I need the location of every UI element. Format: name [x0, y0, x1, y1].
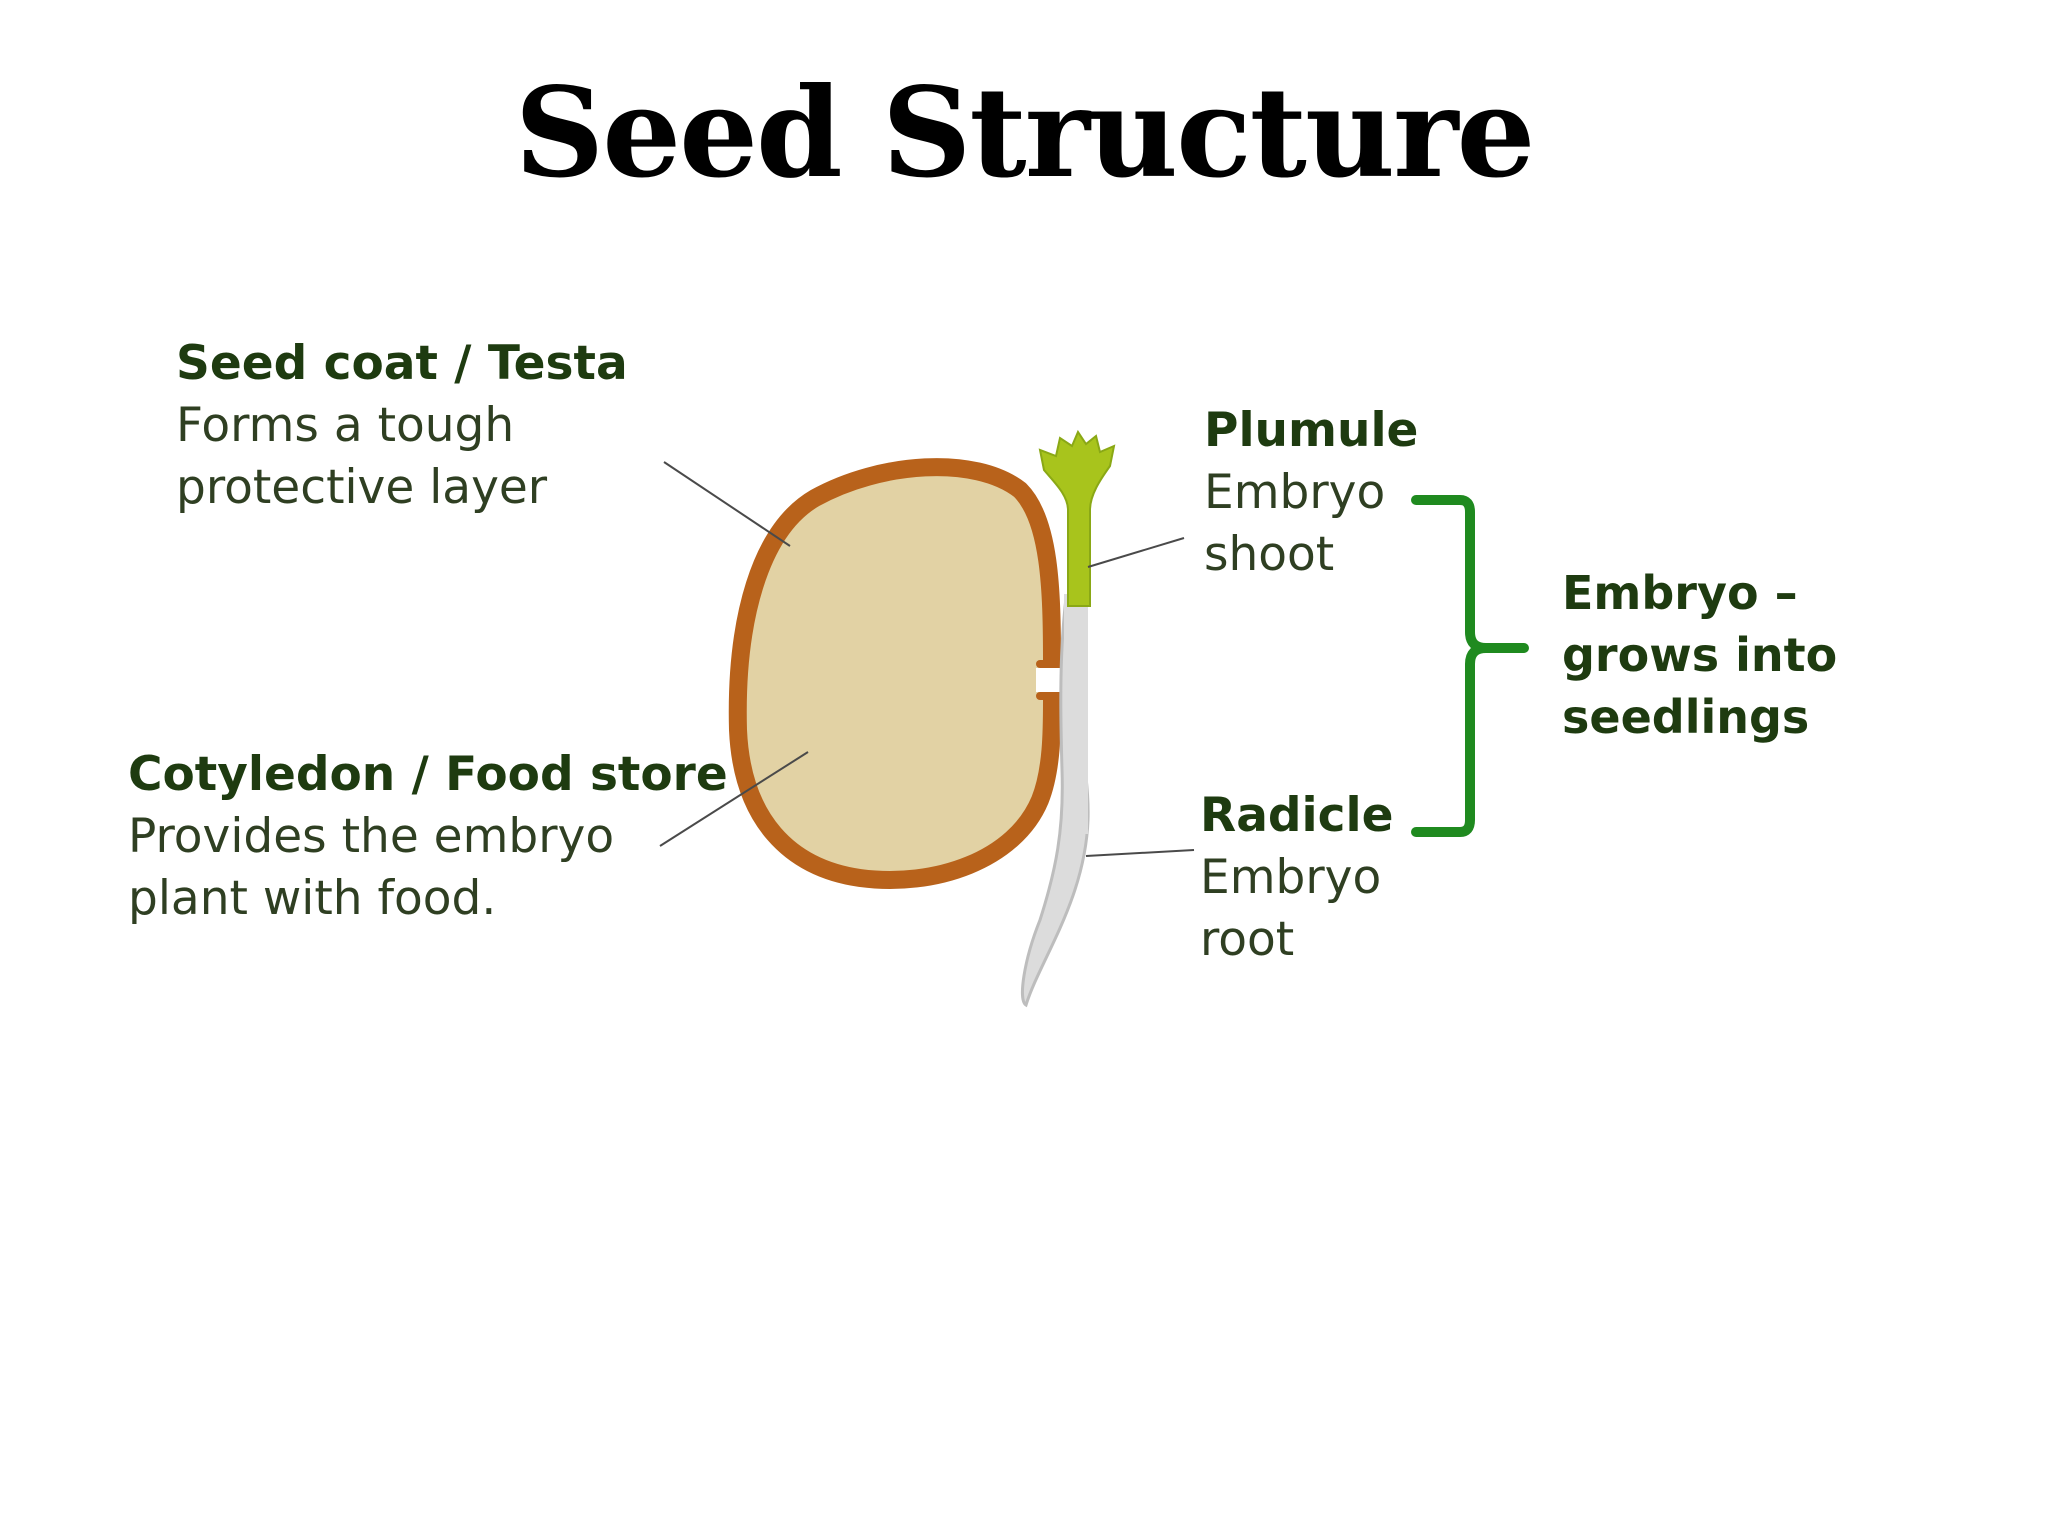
embryo-label: Embryo – grows into seedlings — [1562, 562, 1922, 748]
seed-coat-heading: Seed coat / Testa — [176, 336, 628, 391]
plumule-label: Plumule Embryo shoot — [1204, 400, 1418, 586]
plumule-heading: Plumule — [1204, 403, 1419, 458]
cotyledon-description-line-1: Provides the embryo — [128, 809, 615, 864]
page-title: Seed Structure — [514, 61, 1536, 206]
plumule-leader-line — [1087, 537, 1185, 568]
cotyledon-description-line-2: plant with food. — [128, 871, 497, 926]
seed-coat-description-line-2: protective layer — [176, 460, 548, 515]
embryo-label-line-1: Embryo – — [1562, 566, 1798, 620]
seed-coat-shape — [728, 458, 1061, 889]
cotyledon-label: Cotyledon / Food store Provides the embr… — [128, 744, 728, 930]
radicle-label: Radicle Embryo root — [1200, 785, 1394, 971]
plumule-description-line-1: Embryo — [1204, 465, 1386, 520]
plumule-description-line-2: shoot — [1204, 527, 1335, 582]
embryo-label-line-3: seedlings — [1562, 690, 1810, 744]
radicle-heading: Radicle — [1200, 788, 1394, 843]
seed-coat-label: Seed coat / Testa Forms a tough protecti… — [176, 333, 628, 519]
radicle-leader-line — [1085, 849, 1195, 857]
plumule-shape — [1038, 429, 1116, 607]
seed-coat-leader-line — [663, 461, 791, 547]
radicle-description-line-2: root — [1200, 912, 1295, 967]
cotyledon-leader-line — [659, 751, 809, 847]
embryo-bracket — [1411, 495, 1529, 837]
seed-coat-description-line-1: Forms a tough — [176, 398, 515, 453]
embryo-label-line-2: grows into — [1562, 628, 1838, 682]
radicle-description-line-1: Embryo — [1200, 850, 1382, 905]
radicle-stem — [1064, 594, 1088, 834]
cotyledon-heading: Cotyledon / Food store — [128, 747, 728, 802]
